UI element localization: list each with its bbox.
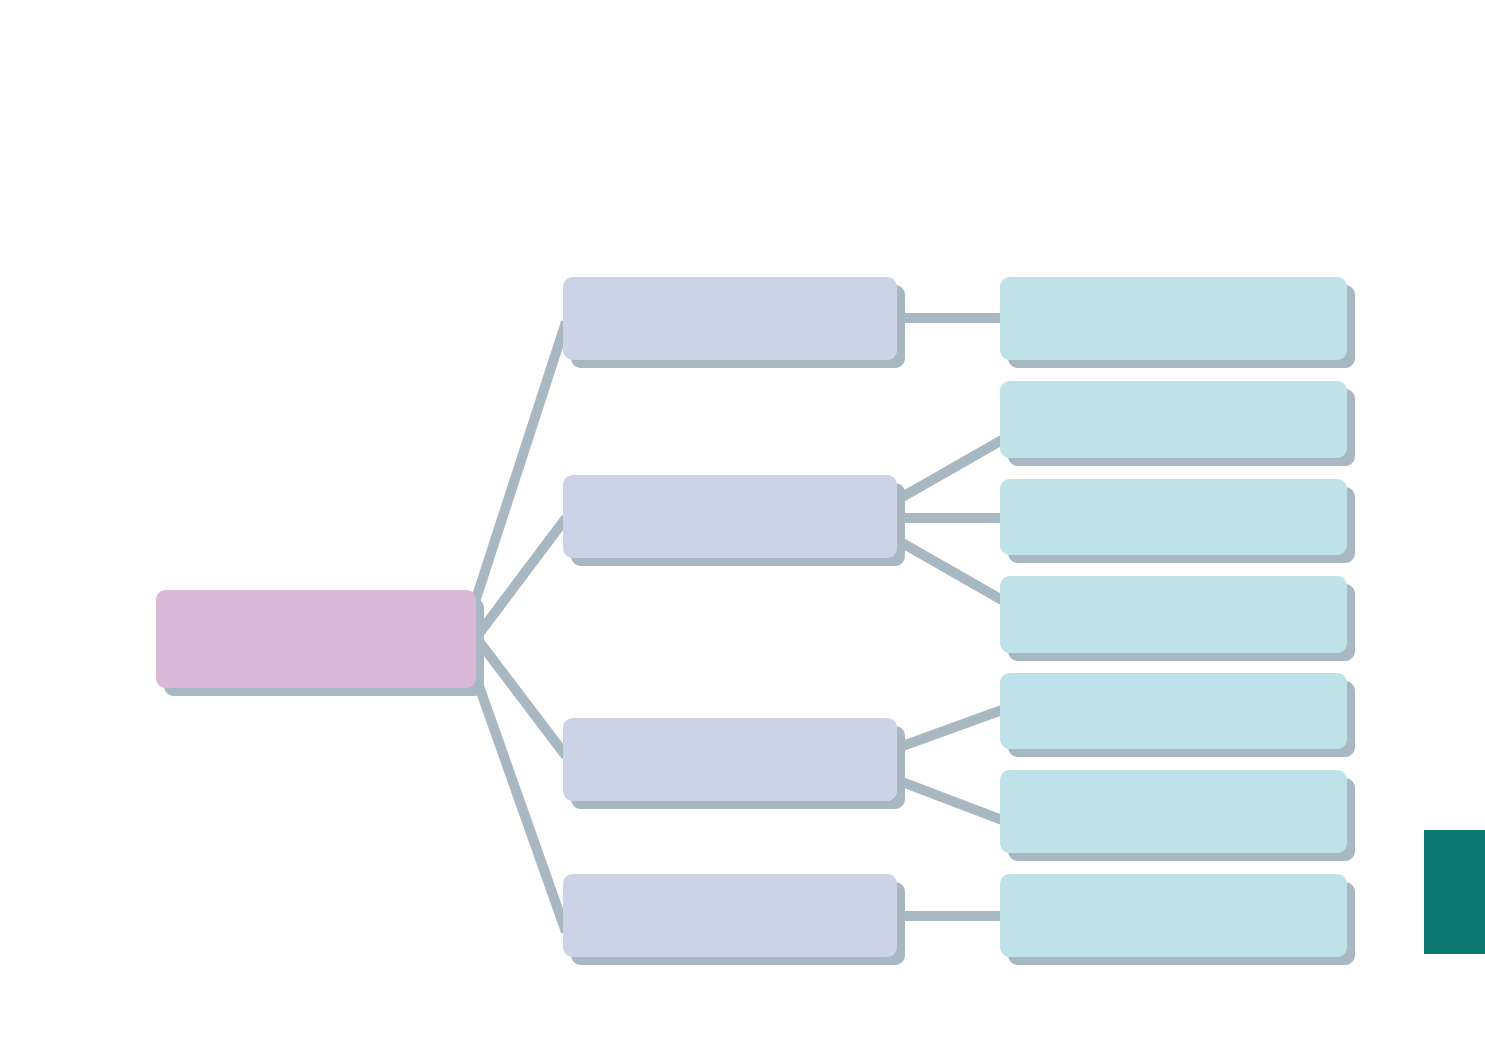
leaf-node-1-1 bbox=[1000, 277, 1355, 368]
leaf-node-1-1-box bbox=[1000, 277, 1347, 360]
branch-node-2-box bbox=[563, 475, 897, 558]
connector-branch-2-to-leaf-3 bbox=[894, 535, 1005, 605]
leaf-node-2-3-box bbox=[1000, 576, 1347, 653]
connector-root-to-branch-3 bbox=[474, 636, 570, 760]
leaf-node-4-1-box bbox=[1000, 874, 1347, 957]
connector-root-to-branch-2 bbox=[474, 514, 570, 639]
branch-node-1-box bbox=[563, 277, 897, 360]
leaf-node-2-1-box bbox=[1000, 381, 1347, 458]
leaf-node-3-1-box bbox=[1000, 673, 1347, 749]
edge-tab-marker bbox=[1424, 830, 1485, 954]
branch-node-3-box bbox=[563, 718, 897, 801]
connector-layer bbox=[469, 313, 1005, 934]
branch-node-2 bbox=[563, 475, 905, 566]
leaf-node-2-2 bbox=[1000, 479, 1355, 563]
connector-branch-3-to-leaf-1 bbox=[895, 705, 1004, 753]
connector-branch-2-to-leaf-1 bbox=[894, 435, 1005, 505]
leaf-node-2-2-box bbox=[1000, 479, 1347, 555]
node-layer bbox=[156, 277, 1355, 965]
leaf-node-4-1 bbox=[1000, 874, 1355, 965]
root-node-box bbox=[156, 590, 476, 688]
branch-node-3 bbox=[563, 718, 905, 809]
leaf-node-3-2-box bbox=[1000, 770, 1347, 853]
connector-branch-3-to-leaf-2 bbox=[895, 775, 1004, 825]
leaf-node-2-3 bbox=[1000, 576, 1355, 661]
leaf-node-3-2 bbox=[1000, 770, 1355, 861]
root-node bbox=[156, 590, 484, 696]
leaf-node-3-1 bbox=[1000, 673, 1355, 757]
branch-node-1 bbox=[563, 277, 905, 368]
connector-root-to-branch-4 bbox=[469, 670, 571, 934]
leaf-node-2-1 bbox=[1000, 381, 1355, 466]
branch-node-4-box bbox=[563, 874, 897, 957]
connector-root-to-branch-1 bbox=[469, 320, 571, 607]
branch-node-4 bbox=[563, 874, 905, 965]
